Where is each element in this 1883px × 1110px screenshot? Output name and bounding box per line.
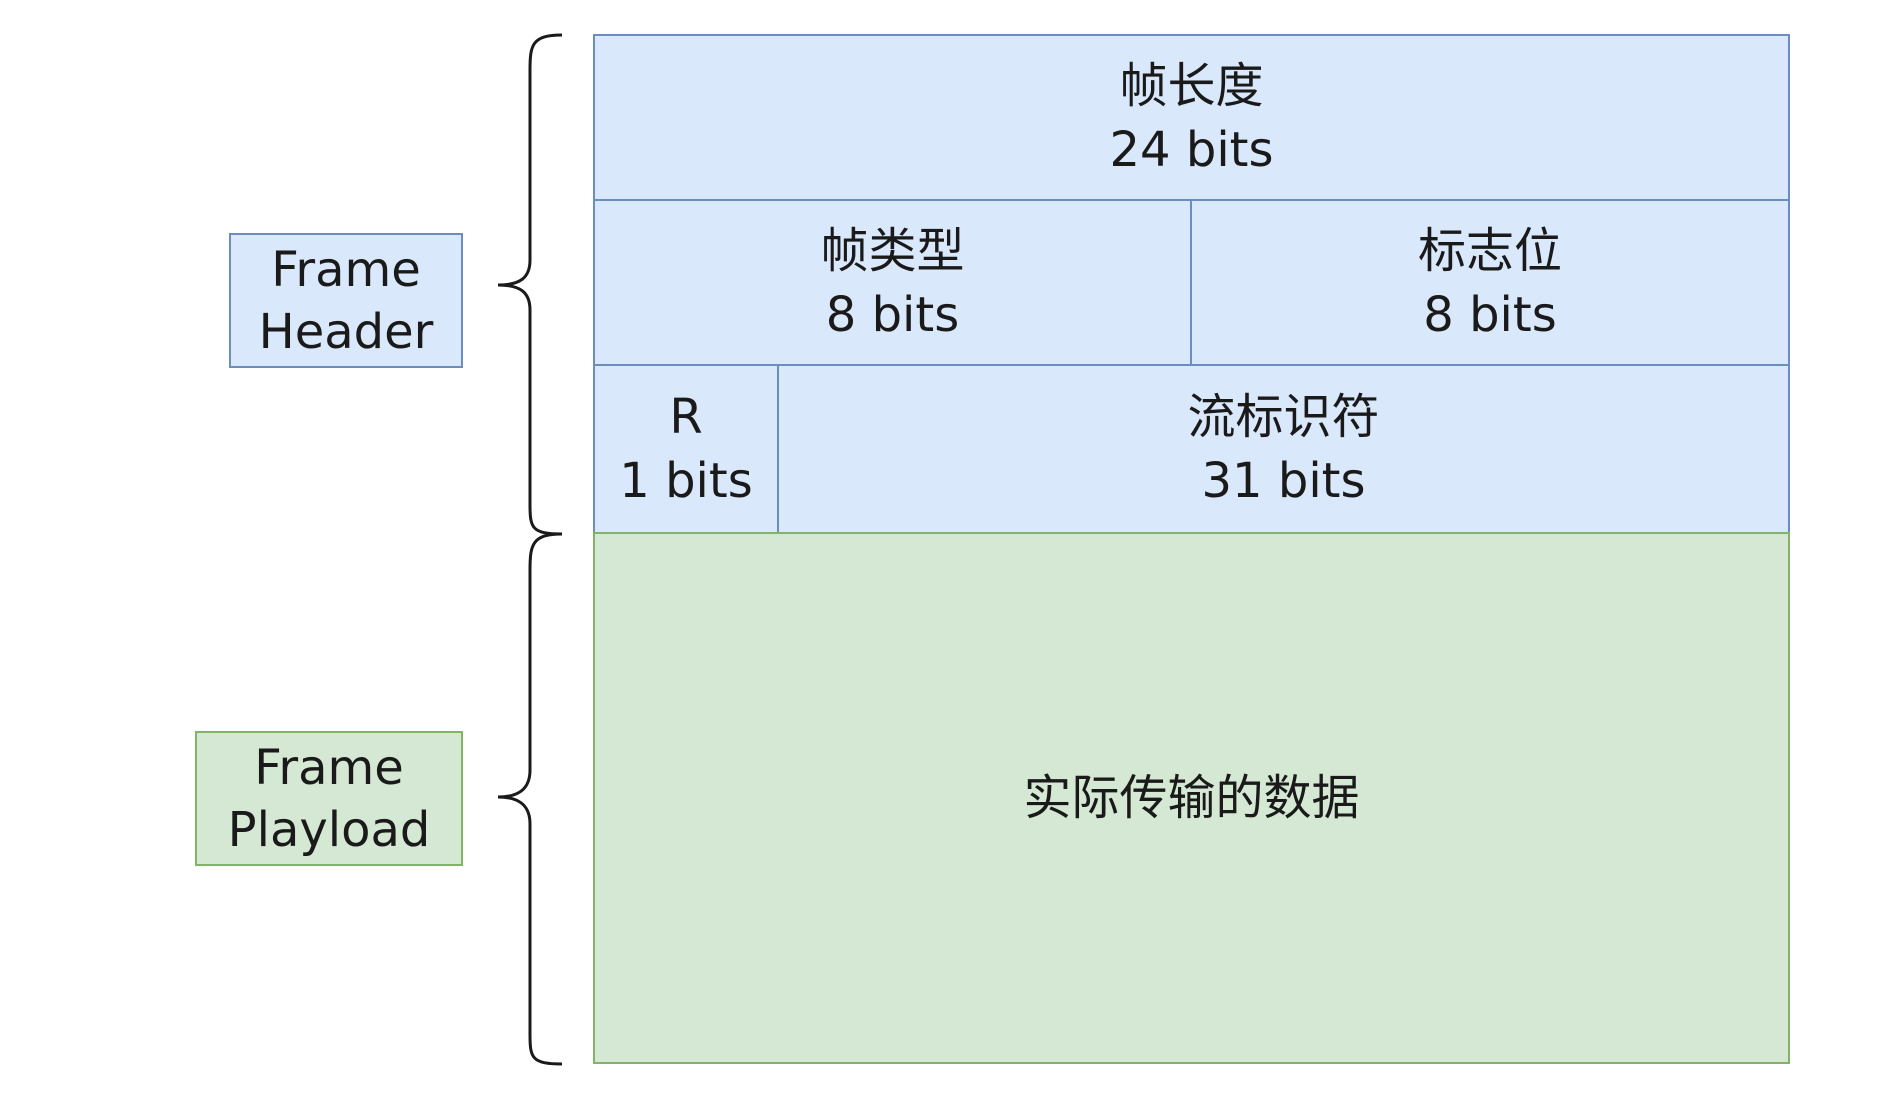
frame-header-label-line1: Frame [271, 241, 421, 298]
frame-type-field: 帧类型 8 bits [593, 199, 1192, 366]
frame-length-size: 24 bits [1109, 121, 1274, 178]
frame-header-label: Frame Header [229, 233, 463, 368]
reserved-size: 1 bits [619, 453, 753, 509]
frame-payload-label-line2: Playload [227, 801, 431, 858]
payload-data-field: 实际传输的数据 [593, 532, 1790, 1064]
flags-size: 8 bits [1423, 286, 1557, 343]
payload-data-name: 实际传输的数据 [1023, 770, 1360, 826]
header-brace-icon [497, 33, 563, 536]
stream-id-size: 31 bits [1201, 453, 1366, 509]
frame-type-size: 8 bits [825, 286, 960, 343]
flags-name: 标志位 [1417, 222, 1562, 279]
reserved-name: R [669, 389, 703, 445]
frame-payload-label-line1: Frame [254, 739, 404, 796]
frame-length-name: 帧长度 [1119, 57, 1264, 114]
payload-brace-icon [497, 532, 563, 1066]
frame-length-field: 帧长度 24 bits [593, 34, 1790, 201]
frame-payload-label: Frame Playload [195, 731, 463, 866]
flags-field: 标志位 8 bits [1190, 199, 1790, 366]
frame-header-label-line2: Header [258, 303, 434, 360]
frame-type-name: 帧类型 [820, 222, 965, 279]
stream-id-field: 流标识符 31 bits [777, 364, 1790, 534]
reserved-field: R 1 bits [593, 364, 779, 534]
stream-id-name: 流标识符 [1187, 389, 1380, 445]
